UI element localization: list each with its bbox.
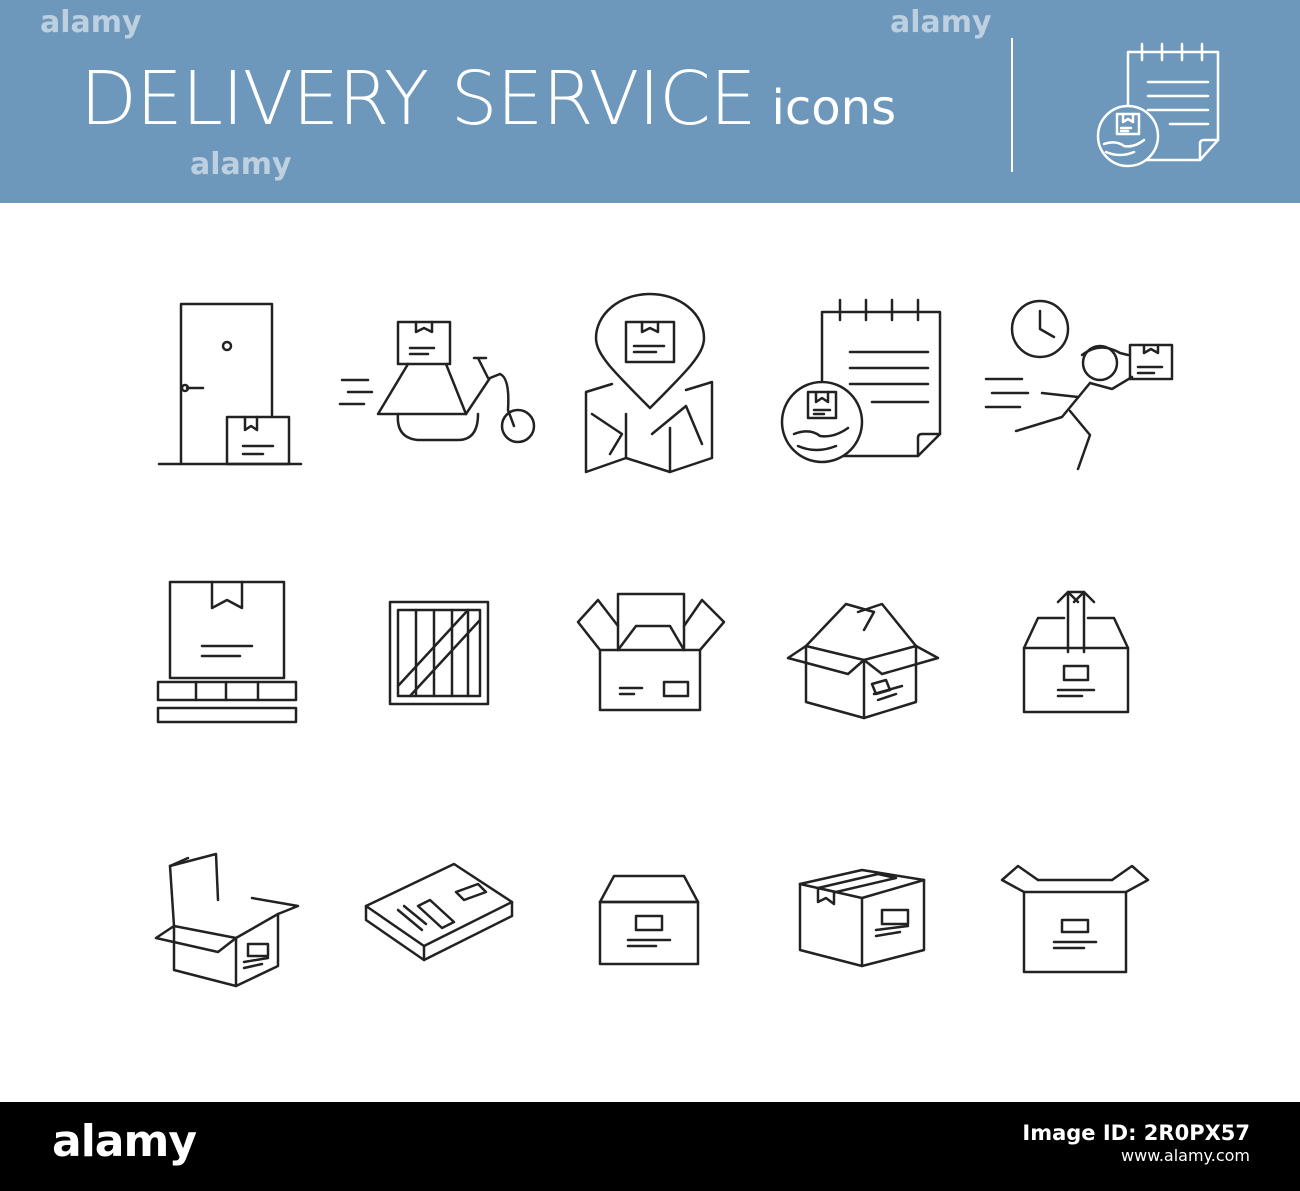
title-sub: icons [771, 80, 897, 136]
open-box-isometric-icon [786, 602, 940, 720]
door-package-icon [157, 302, 303, 466]
flat-parcel-icon [364, 862, 514, 962]
footer-logo: alamy [52, 1116, 197, 1167]
footer-info: Image ID: 2R0PX57 www.alamy.com [1022, 1120, 1250, 1166]
calendar-package-icon [780, 298, 942, 464]
closed-box-icon [598, 874, 700, 966]
wooden-crate-icon [388, 600, 490, 706]
watermark: alamy [190, 147, 292, 182]
open-box-tall-flaps-icon [154, 852, 300, 988]
scooter-delivery-icon [338, 320, 536, 444]
taped-box-icon [798, 868, 926, 968]
footer-bar: alamy Image ID: 2R0PX57 www.alamy.com [0, 1102, 1300, 1191]
title-main: DELIVERY SERVICE [80, 56, 757, 142]
box-upload-icon [1022, 590, 1130, 714]
calendar-package-icon [1096, 42, 1220, 168]
watermark: alamy [890, 5, 992, 40]
watermark: alamy [40, 5, 142, 40]
box-on-pallet-icon [156, 580, 298, 724]
image-id-label: Image ID: 2R0PX57 [1022, 1121, 1250, 1145]
open-box-flaps-icon [576, 592, 726, 712]
website-link[interactable]: www.alamy.com [1121, 1146, 1250, 1166]
map-pin-package-icon [584, 292, 714, 474]
header-divider [1011, 38, 1013, 172]
courier-running-icon [984, 299, 1174, 471]
open-box-wide-flaps-icon [1000, 864, 1150, 974]
